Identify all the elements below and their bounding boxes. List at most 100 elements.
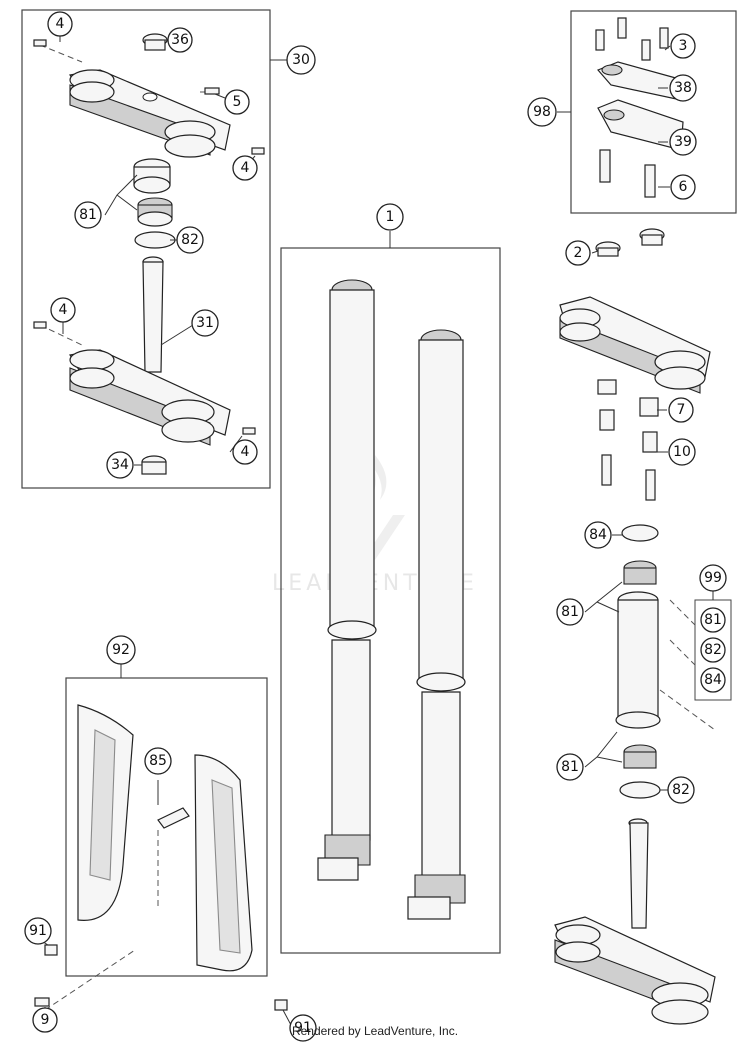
bolts-lower: [601, 454, 656, 501]
footer-credit: Rendered by LeadVenture, Inc.: [291, 1024, 459, 1038]
callout-36[interactable]: 36: [167, 27, 193, 53]
callout-4-mid[interactable]: 4: [232, 155, 258, 181]
svg-text:4: 4: [56, 16, 65, 32]
nut-34: [141, 455, 167, 475]
svg-text:85: 85: [149, 753, 167, 769]
svg-text:38: 38: [674, 80, 692, 96]
taper-bearing-81: [137, 197, 173, 227]
fork-guard-right: [194, 754, 253, 972]
svg-text:9: 9: [41, 1012, 50, 1028]
rubber-bushings-7: [597, 379, 659, 417]
svg-text:81: 81: [79, 207, 97, 223]
callout-1[interactable]: 1: [376, 203, 404, 231]
callout-81-right-upper[interactable]: 81: [556, 598, 584, 626]
callout-4-top[interactable]: 4: [47, 11, 73, 37]
lower-triple-clamp: [69, 349, 231, 446]
callout-38[interactable]: 38: [669, 74, 697, 102]
lower-triple-clamp-alt: [554, 818, 716, 1025]
svg-text:3: 3: [679, 38, 688, 54]
svg-text:91: 91: [294, 1020, 312, 1036]
callout-82-topleft[interactable]: 82: [176, 226, 204, 254]
screw-91-left: [44, 944, 58, 956]
callout-39[interactable]: 39: [669, 128, 697, 156]
callout-99[interactable]: 99: [699, 564, 727, 592]
bolt-5: [204, 87, 220, 95]
callout-3[interactable]: 3: [670, 33, 696, 59]
svg-text:84: 84: [704, 672, 722, 688]
clamp-85: [157, 807, 190, 829]
svg-text:98: 98: [533, 104, 551, 120]
assembly-frame-92: [65, 677, 268, 977]
callout-30[interactable]: 30: [286, 45, 316, 75]
steering-stem-31: [142, 256, 164, 373]
svg-text:81: 81: [561, 604, 579, 620]
bearing-81-lower: [623, 744, 657, 769]
bearing-81-upper: [623, 560, 657, 585]
bolt-4-right: [251, 147, 265, 155]
callout-82-kit[interactable]: 82: [700, 637, 726, 663]
seal-ring-82: [134, 231, 176, 249]
upper-triple-clamp: [69, 69, 231, 158]
assembly-frame-30: [21, 9, 271, 489]
callout-92[interactable]: 92: [106, 635, 136, 665]
svg-text:4: 4: [59, 302, 68, 318]
bolts-6: [599, 149, 656, 198]
callout-31[interactable]: 31: [191, 309, 219, 337]
dust-seal-ring: [133, 158, 171, 194]
bolt-4-lower-right: [242, 427, 256, 435]
callout-81-kit[interactable]: 81: [700, 607, 726, 633]
svg-text:7: 7: [677, 402, 686, 418]
callout-5[interactable]: 5: [224, 89, 250, 115]
svg-text:2: 2: [574, 245, 583, 261]
callout-4-bottom[interactable]: 4: [232, 439, 258, 465]
svg-text:91: 91: [29, 923, 47, 939]
nut-36: [142, 33, 168, 51]
callout-10[interactable]: 10: [668, 438, 696, 466]
svg-text:82: 82: [672, 782, 690, 798]
upper-triple-clamp-alt: [559, 296, 711, 394]
callout-2[interactable]: 2: [565, 240, 591, 266]
callout-81-topleft[interactable]: 81: [74, 201, 102, 229]
seal-82-lower: [619, 781, 661, 799]
handlebar-clamp-39: [597, 99, 684, 151]
callout-91-left[interactable]: 91: [24, 917, 52, 945]
callout-98[interactable]: 98: [527, 97, 557, 127]
handlebar-clamp-38: [596, 61, 684, 101]
svg-text:81: 81: [561, 759, 579, 775]
svg-text:30: 30: [292, 52, 310, 68]
svg-text:4: 4: [241, 444, 250, 460]
fork-leg-right: [407, 329, 466, 920]
svg-text:39: 39: [674, 134, 692, 150]
svg-text:31: 31: [196, 315, 214, 331]
callout-9[interactable]: 9: [32, 1007, 58, 1033]
svg-text:1: 1: [386, 209, 395, 225]
svg-text:10: 10: [673, 444, 691, 460]
callout-84-right[interactable]: 84: [584, 521, 612, 549]
callout-82-right[interactable]: 82: [667, 776, 695, 804]
bolt-4-upper: [33, 39, 47, 47]
fork-guard-left: [77, 704, 134, 921]
screw-91-right: [274, 999, 288, 1011]
spacer-10: [599, 409, 658, 453]
callout-4-lower[interactable]: 4: [50, 297, 76, 323]
svg-text:99: 99: [704, 570, 722, 586]
callout-84-kit[interactable]: 84: [700, 667, 726, 693]
callout-91-right[interactable]: 91: [289, 1014, 317, 1042]
callout-81-right-lower[interactable]: 81: [556, 753, 584, 781]
callout-85[interactable]: 85: [144, 747, 172, 775]
bolts-3: [595, 17, 669, 61]
bolt-9: [34, 997, 50, 1007]
callout-7[interactable]: 7: [668, 397, 694, 423]
callout-6[interactable]: 6: [670, 174, 696, 200]
svg-text:82: 82: [704, 642, 722, 658]
assembly-frame-1: [280, 247, 501, 954]
cap-2: [595, 228, 665, 257]
svg-text:81: 81: [704, 612, 722, 628]
callout-34[interactable]: 34: [106, 451, 134, 479]
svg-text:5: 5: [233, 94, 242, 110]
headstock-tube: [615, 591, 661, 729]
svg-text:84: 84: [589, 527, 607, 543]
svg-text:36: 36: [171, 32, 189, 48]
svg-text:82: 82: [181, 232, 199, 248]
fork-leg-left: [317, 279, 377, 881]
